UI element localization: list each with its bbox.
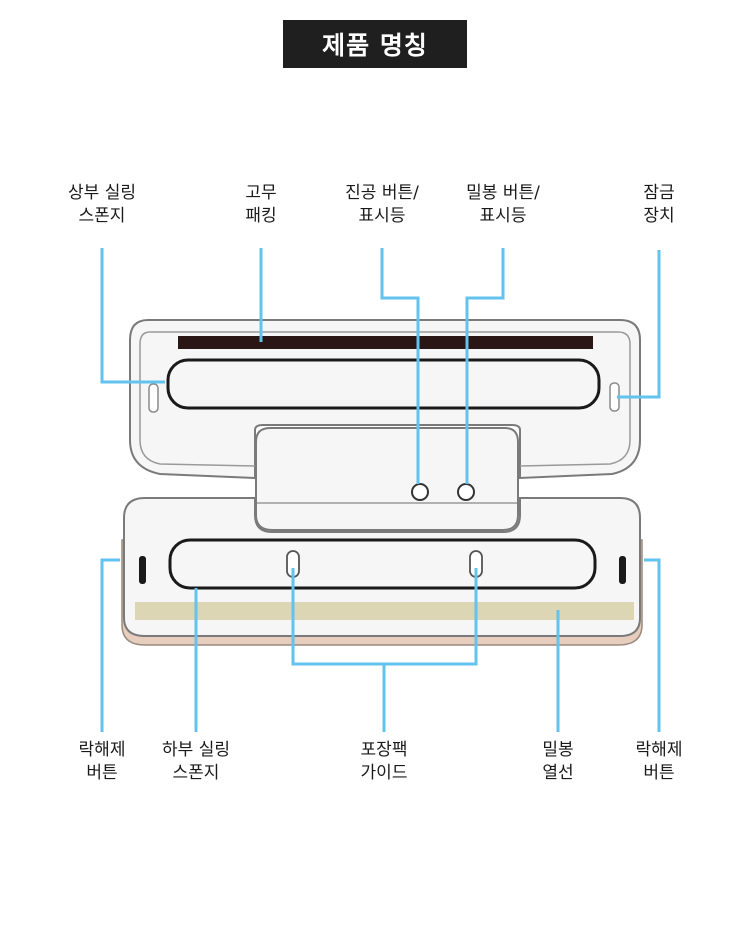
label-line: 락해제 bbox=[78, 740, 126, 760]
rubber-packing-gasket bbox=[178, 336, 593, 349]
label-seal-button: 밀봉 버튼/ 표시등 bbox=[466, 182, 540, 228]
label-line: 밀봉 bbox=[542, 740, 574, 760]
page-title: 제품 명칭 bbox=[283, 20, 467, 68]
label-bag-guide: 포장팩 가이드 bbox=[361, 739, 408, 785]
leader-vacuum-button bbox=[380, 248, 420, 484]
release-button-left[interactable] bbox=[139, 556, 146, 584]
label-line: 버튼 bbox=[643, 763, 675, 783]
leader-release-right bbox=[644, 558, 661, 732]
lower-sealing-sponge bbox=[168, 538, 597, 590]
label-line: 패킹 bbox=[245, 206, 277, 226]
label-line: 상부 실링 bbox=[68, 183, 136, 203]
label-lower-sealing-sponge: 하부 실링 스폰지 bbox=[162, 739, 230, 785]
leader-seal-button bbox=[465, 248, 505, 484]
leader-lines bbox=[100, 248, 661, 732]
label-line: 장치 bbox=[643, 206, 675, 226]
label-line: 포장팩 bbox=[360, 740, 408, 760]
label-line: 버튼 bbox=[86, 763, 118, 783]
upper-lid-inner-edge bbox=[139, 331, 631, 467]
seal-button[interactable] bbox=[457, 483, 475, 501]
label-line: 잠금 bbox=[643, 183, 675, 203]
label-rubber-packing: 고무 패킹 bbox=[245, 182, 276, 228]
label-line: 하부 실링 bbox=[162, 740, 230, 760]
label-line: 스폰지 bbox=[78, 206, 126, 226]
label-line: 열선 bbox=[542, 763, 574, 783]
control-panel-body bbox=[255, 427, 519, 531]
upper-sealing-sponge bbox=[166, 358, 601, 410]
release-button-right[interactable] bbox=[619, 556, 626, 584]
label-line: 고무 bbox=[245, 183, 277, 203]
label-line: 표시등 bbox=[479, 206, 527, 226]
control-panel bbox=[255, 427, 519, 531]
label-release-button-left: 락해제 버튼 bbox=[79, 739, 126, 785]
label-upper-sealing-sponge: 상부 실링 스폰지 bbox=[68, 182, 136, 228]
vacuum-button[interactable] bbox=[411, 483, 429, 501]
label-line: 표시등 bbox=[358, 206, 406, 226]
label-lock-device: 잠금 장치 bbox=[643, 182, 674, 228]
label-line: 락해제 bbox=[635, 740, 683, 760]
leader-upper-sponge bbox=[100, 248, 165, 384]
label-release-button-right: 락해제 버튼 bbox=[636, 739, 683, 785]
leader-release-left bbox=[100, 558, 120, 732]
label-line: 밀봉 버튼/ bbox=[466, 183, 540, 203]
leader-lock bbox=[617, 250, 661, 399]
left-upper-slot bbox=[148, 383, 159, 413]
label-line: 진공 버튼/ bbox=[345, 183, 419, 203]
label-line: 스폰지 bbox=[172, 763, 220, 783]
label-vacuum-button: 진공 버튼/ 표시등 bbox=[345, 182, 419, 228]
sealing-heat-wire bbox=[135, 602, 634, 620]
label-line: 가이드 bbox=[360, 763, 408, 783]
lower-base bbox=[121, 497, 643, 646]
upper-lid bbox=[129, 319, 641, 480]
label-sealing-heat-wire: 밀봉 열선 bbox=[542, 739, 573, 785]
